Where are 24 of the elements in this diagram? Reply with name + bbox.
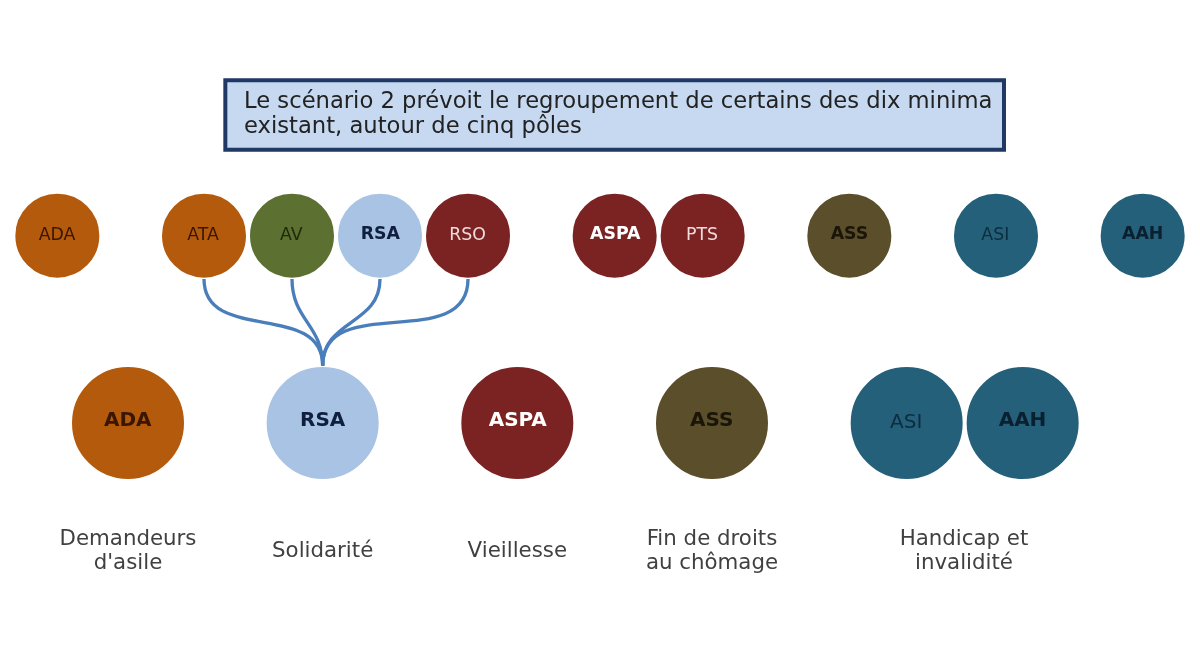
node-circle: AAH — [1098, 191, 1188, 281]
node-circle: ASS — [653, 364, 771, 482]
node-label: Demandeurs d'asile — [59, 525, 197, 575]
node-circle: RSA — [335, 191, 425, 281]
node-circle: ASS — [804, 191, 894, 281]
node-circle: ASI — [951, 191, 1041, 281]
connector — [321, 278, 470, 366]
node-box: Le scénario 2 prévoit le regroupement de certains des dix minima existant, autour de cinq pôles — [223, 78, 1006, 152]
node-circle: ADA — [69, 364, 187, 482]
node-circle: PTS — [658, 191, 748, 281]
node-circle: ASPA — [570, 191, 660, 281]
node-circle: ADA — [12, 191, 102, 281]
node-label: Fin de droits au chômage — [645, 525, 779, 575]
node-label: Vieillesse — [467, 537, 568, 563]
label: Handicap et invalidité — [899, 525, 1029, 575]
node-circle: ASPA — [458, 364, 576, 482]
node-label: Solidarité — [272, 537, 374, 563]
node-circle: RSO — [423, 191, 513, 281]
node-circle: AAH — [964, 364, 1082, 482]
node-circle: ASI — [848, 364, 966, 482]
node-circle: RSA — [264, 364, 382, 482]
node-circle: ATA — [159, 191, 249, 281]
node-circle: AV — [247, 191, 337, 281]
connector — [321, 278, 382, 366]
